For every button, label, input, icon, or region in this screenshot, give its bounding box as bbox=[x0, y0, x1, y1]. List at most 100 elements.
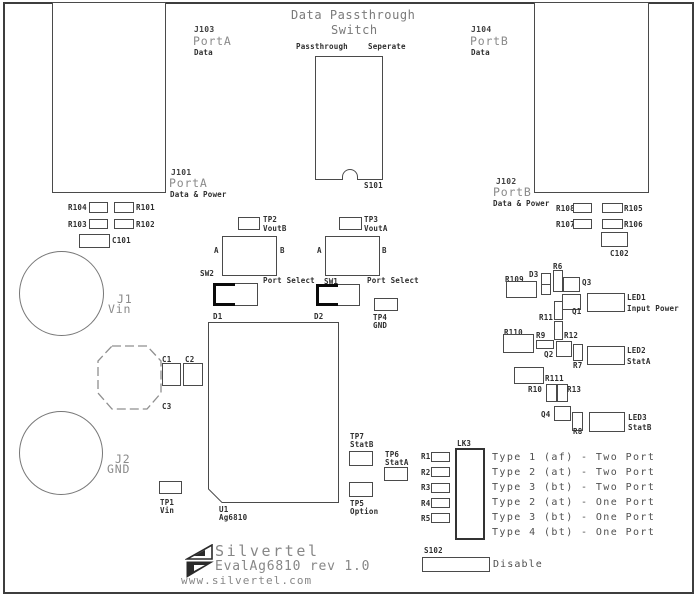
r1-body bbox=[431, 452, 450, 462]
q4-label: Q4 bbox=[541, 410, 551, 419]
sw2-b-label: B bbox=[280, 246, 285, 255]
led3-body bbox=[589, 412, 625, 432]
q3-label: Q3 bbox=[582, 278, 592, 287]
u1-part: Ag6810 bbox=[219, 513, 248, 522]
sw1-b-label: B bbox=[382, 246, 387, 255]
diode-d1-body bbox=[213, 283, 258, 306]
q2-label: Q2 bbox=[544, 350, 554, 359]
r5-label: R5 bbox=[421, 514, 431, 523]
type-row: Type 3 (bt) - Two Port bbox=[492, 482, 656, 493]
tp3-ref: TP3 bbox=[364, 215, 379, 224]
product-rev: EvalAg6810 rev 1.0 bbox=[215, 559, 371, 574]
r6-label: R6 bbox=[553, 262, 563, 271]
j1-ref: J1 bbox=[117, 292, 133, 306]
type-row: Type 2 (at) - One Port bbox=[492, 497, 656, 508]
sw1-a-label: A bbox=[317, 246, 322, 255]
led3-ref: LED3 bbox=[628, 413, 647, 422]
j104-desc: Data bbox=[471, 48, 490, 57]
silvertel-logo-icon bbox=[185, 544, 214, 578]
type-row: Type 4 (bt) - One Port bbox=[492, 527, 656, 538]
j1-net: Vin bbox=[108, 302, 132, 316]
r102-body bbox=[114, 219, 134, 229]
r10-body bbox=[546, 384, 557, 402]
r106-label: R106 bbox=[624, 220, 643, 229]
r103-label: R103 bbox=[68, 220, 87, 229]
d2-cathode-band bbox=[316, 284, 338, 306]
tp2-body bbox=[238, 217, 260, 230]
tp4-net: GND bbox=[373, 321, 388, 330]
r108-body bbox=[573, 203, 592, 213]
switch-s102-body bbox=[422, 557, 490, 572]
s101-notch bbox=[342, 169, 358, 180]
j102-ref: J102 bbox=[496, 177, 517, 186]
title-line2: Switch bbox=[331, 23, 378, 37]
r109-body bbox=[506, 281, 537, 298]
sw1-ref: SW1 bbox=[324, 277, 339, 286]
c101-body bbox=[79, 234, 110, 248]
r101-body bbox=[114, 202, 134, 213]
j103-ref: J103 bbox=[194, 25, 215, 34]
switch-s101-body bbox=[315, 56, 383, 180]
sw2-function-label: Port Select bbox=[263, 276, 315, 285]
tp6-ref: TP6 bbox=[385, 450, 400, 459]
lk3-label: LK3 bbox=[457, 439, 472, 448]
r110-label: R110 bbox=[504, 328, 523, 337]
r5-body bbox=[431, 513, 450, 523]
tp6-net: StatA bbox=[385, 458, 409, 467]
r1-label: R1 bbox=[421, 452, 431, 461]
ic-u1-body bbox=[208, 322, 339, 503]
r108-label: R108 bbox=[556, 204, 575, 213]
r12-body bbox=[554, 321, 563, 340]
tp1-body bbox=[159, 481, 182, 494]
r3-label: R3 bbox=[421, 483, 431, 492]
s102-ref: S102 bbox=[424, 546, 443, 555]
s101-ref: S101 bbox=[364, 181, 383, 190]
tp3-net: VoutA bbox=[364, 224, 388, 233]
tp7-net: StatB bbox=[350, 440, 374, 449]
terminal-j2-body bbox=[19, 411, 103, 495]
r13-label: R13 bbox=[567, 385, 582, 394]
r9-body bbox=[536, 340, 554, 349]
led1-net: Input Power bbox=[627, 304, 679, 313]
led2-body bbox=[587, 346, 625, 365]
switch-sw1-body bbox=[325, 236, 380, 276]
board-outline bbox=[3, 2, 694, 594]
cap-c3-outline bbox=[97, 345, 162, 410]
tp3-body bbox=[339, 217, 362, 230]
r11-label: R11 bbox=[539, 313, 554, 322]
led2-ref: LED2 bbox=[627, 346, 646, 355]
j101-port: PortA bbox=[169, 176, 208, 190]
r4-label: R4 bbox=[421, 499, 431, 508]
r111-label: R111 bbox=[545, 374, 564, 383]
s101-seperate-label: Seperate bbox=[368, 42, 406, 51]
j102-desc: Data & Power bbox=[493, 199, 550, 208]
r105-label: R105 bbox=[624, 204, 643, 213]
d2-label: D2 bbox=[314, 312, 324, 321]
j103-port: PortA bbox=[193, 34, 232, 48]
sw1-function-label: Port Select bbox=[367, 276, 419, 285]
d3-body-b bbox=[541, 284, 551, 295]
r7-label: R7 bbox=[573, 361, 583, 370]
r7-body bbox=[573, 344, 583, 361]
j101-desc: Data & Power bbox=[170, 190, 227, 199]
r10-label: R10 bbox=[528, 385, 543, 394]
r4-body bbox=[431, 498, 450, 508]
j104-port: PortB bbox=[470, 34, 509, 48]
tp5-net: Option bbox=[350, 507, 379, 516]
sw2-ref: SW2 bbox=[200, 269, 215, 278]
d3-label: D3 bbox=[529, 270, 539, 279]
led3-net: StatB bbox=[628, 423, 652, 432]
r12-label: R12 bbox=[564, 331, 579, 340]
led1-ref: LED1 bbox=[627, 293, 646, 302]
r8-body bbox=[572, 412, 583, 431]
type-row: Type 3 (bt) - One Port bbox=[492, 512, 656, 523]
r107-label: R107 bbox=[556, 220, 575, 229]
r2-label: R2 bbox=[421, 468, 431, 477]
lk3-body bbox=[455, 448, 485, 540]
type-row: Type 2 (at) - Two Port bbox=[492, 467, 656, 478]
c102-body bbox=[601, 232, 628, 247]
diode-d2-body bbox=[316, 284, 360, 306]
tp7-ref: TP7 bbox=[350, 432, 365, 441]
c1-label: C1 bbox=[162, 355, 172, 364]
